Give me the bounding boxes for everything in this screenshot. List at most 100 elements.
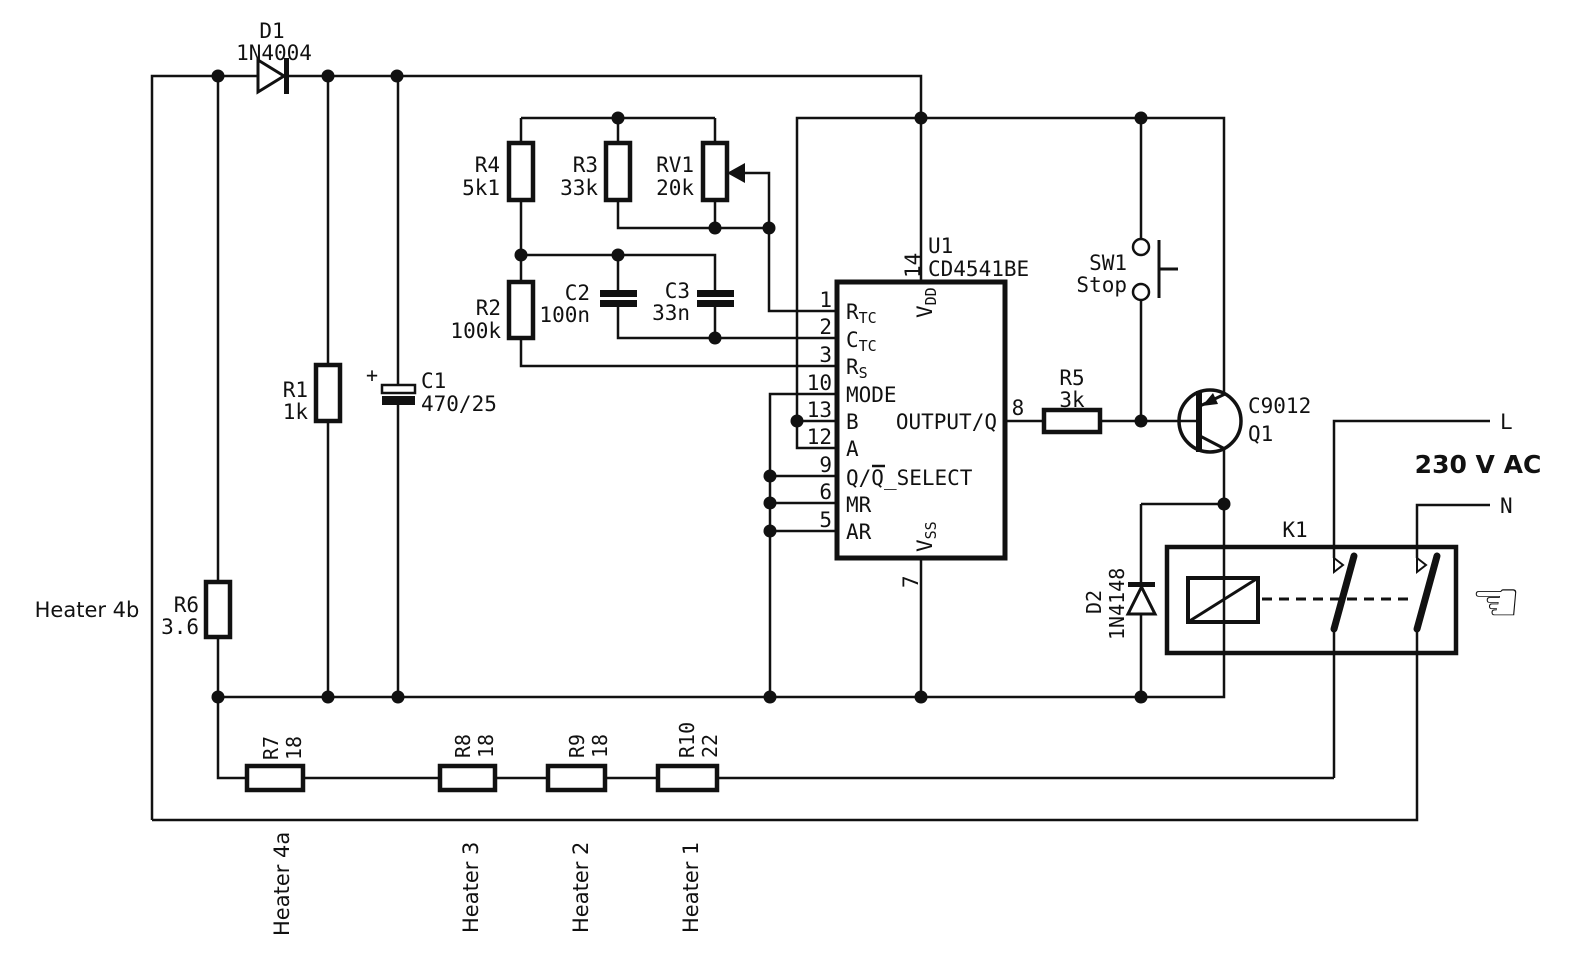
label-r9-ref: R9 xyxy=(565,734,589,758)
rv1-wiper-arrow-icon xyxy=(727,163,745,183)
resistor-r7-body xyxy=(244,763,306,793)
label-r4-value: 5k1 xyxy=(462,176,500,200)
label-c1-polarity: + xyxy=(366,363,378,387)
capacitor-c2-top-plate xyxy=(600,290,637,297)
junction-dot xyxy=(611,248,625,262)
label-k1-ref: K1 xyxy=(1282,518,1307,542)
pin-label-rtc: RTC xyxy=(846,300,877,327)
wire-r3rv1-bottom xyxy=(616,200,769,230)
label-c1-ref: C1 xyxy=(421,369,446,393)
label-r5-ref: R5 xyxy=(1059,366,1084,390)
pin-label-ctc: CTC xyxy=(846,328,877,355)
resistor-r9-body xyxy=(545,763,608,793)
ic-u1-body xyxy=(834,279,1008,561)
wire-wiper-pin1 xyxy=(743,171,837,313)
label-r4-ref: R4 xyxy=(475,153,500,177)
diode-d1-triangle xyxy=(256,57,287,95)
label-d1-ref: D1 xyxy=(259,19,284,43)
capacitor-c3-top-plate xyxy=(697,290,734,297)
label-r7-ref: R7 xyxy=(259,736,283,760)
pin-number-5: 5 xyxy=(819,508,832,532)
label-c1-value: 470/25 xyxy=(421,392,497,416)
capacitor-c1-top-plate xyxy=(380,383,417,395)
label-q1-part: C9012 xyxy=(1248,394,1311,418)
resistor-bodies xyxy=(203,140,1103,793)
pin-number-6: 6 xyxy=(819,480,832,504)
junction-dot xyxy=(763,496,777,510)
pin-number-1: 1 xyxy=(819,288,832,312)
relay-contact1-blade xyxy=(1330,552,1358,633)
pin-number-8: 8 xyxy=(1012,396,1025,420)
pin-label-vss: VSS xyxy=(913,521,940,552)
label-r1-ref: R1 xyxy=(283,378,308,402)
transistor-q1-emitter-arrow-icon xyxy=(1202,393,1218,406)
label-heater-4a: Heater 4a xyxy=(270,832,294,936)
label-d2-value: 1N4148 xyxy=(1105,568,1129,640)
junction-dot xyxy=(391,690,405,704)
transistor-q1-base-bar xyxy=(1196,391,1202,452)
junction-dot xyxy=(763,469,777,483)
label-r6-value: 3.6 xyxy=(161,615,199,639)
resistor-r1-body xyxy=(313,362,343,424)
wire-mode-chain xyxy=(768,392,837,697)
label-c2-value: 100n xyxy=(539,303,590,327)
relay-k1-coil-diagonal xyxy=(1187,576,1259,624)
pin-label-ar: AR xyxy=(846,520,872,544)
junction-dot xyxy=(708,331,722,345)
label-c3-ref: C3 xyxy=(665,279,690,303)
label-r3-ref: R3 xyxy=(573,153,598,177)
junction-dot xyxy=(1217,497,1231,511)
label-r6-ref: R6 xyxy=(174,593,199,617)
label-r10-value: 22 xyxy=(698,734,722,758)
junction-dot xyxy=(514,248,528,262)
junction-dot xyxy=(914,690,928,704)
junction-dot xyxy=(390,69,404,83)
relay-k1-body xyxy=(1164,544,1459,656)
pin-label-rs: RS xyxy=(846,355,868,382)
junction-dot xyxy=(708,221,722,235)
label-heater-3: Heater 3 xyxy=(459,842,483,933)
junction-dot xyxy=(914,111,928,125)
pin-label-qselect: Q/Q_SELECT xyxy=(846,466,973,490)
pin-number-2: 2 xyxy=(819,315,832,339)
wire-heater-row xyxy=(216,697,1334,780)
label-rv1-value: 20k xyxy=(656,176,694,200)
junction-dot xyxy=(1134,690,1148,704)
pin-label-mode: MODE xyxy=(846,383,897,407)
junction-dot xyxy=(321,690,335,704)
wire-r2-pin3 xyxy=(519,200,837,368)
resistor-r10-body xyxy=(655,763,720,793)
capacitor-plates xyxy=(600,290,734,307)
label-c3-value: 33n xyxy=(652,301,690,325)
pin-number-13: 13 xyxy=(807,398,832,422)
label-u1-ref: U1 xyxy=(928,234,953,258)
pin-number-3: 3 xyxy=(819,343,832,367)
resistor-r8-body xyxy=(437,763,498,793)
wire-ground-rail xyxy=(218,504,1226,699)
pin-number-10: 10 xyxy=(807,371,832,395)
junction-dot xyxy=(211,69,225,83)
sw1-actuator xyxy=(1157,240,1178,298)
relay-contact2-pivot-icon xyxy=(1416,555,1428,575)
resistor-r2-body xyxy=(506,279,536,341)
label-r1-value: 1k xyxy=(283,400,309,424)
pin-number-14: 14 xyxy=(901,253,925,278)
label-u1-part: CD4541BE xyxy=(928,257,1029,281)
label-r7-value: 18 xyxy=(282,736,306,760)
pin-label-a: A xyxy=(846,437,859,461)
label-heater-2: Heater 2 xyxy=(569,842,593,933)
label-r2-ref: R2 xyxy=(476,296,501,320)
junction-dot xyxy=(763,690,777,704)
pointing-hand-icon: ☜ xyxy=(1471,570,1521,635)
label-d1-value: 1N4004 xyxy=(236,41,312,65)
junction-dot xyxy=(790,414,804,428)
resistor-r6-body xyxy=(203,579,233,640)
wire-pins-965 xyxy=(770,474,837,533)
label-c2-ref: C2 xyxy=(565,281,590,305)
wire-n-contact2 xyxy=(1415,503,1490,558)
sw1-contact-top xyxy=(1131,237,1151,257)
junction-dot xyxy=(211,690,225,704)
pin-label-mr: MR xyxy=(846,493,872,517)
